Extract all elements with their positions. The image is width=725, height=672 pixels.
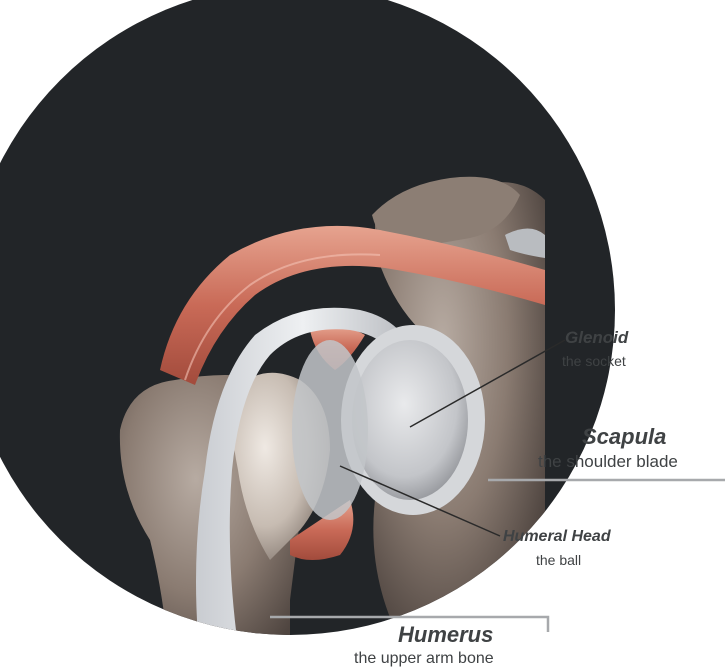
glenoid-sublabel: the socket <box>562 353 626 369</box>
scapula-label: Scapula <box>582 424 666 450</box>
humeral-head-label: Humeral Head <box>503 528 611 546</box>
humeral-head-sublabel: the ball <box>536 552 581 568</box>
humerus-label: Humerus <box>398 622 493 648</box>
humerus-sublabel: the upper arm bone <box>354 650 494 668</box>
glenoid-label: Glenoid <box>565 328 628 348</box>
scapula-sublabel: the shoulder blade <box>538 452 678 472</box>
humeral-head-cartilage <box>292 340 368 520</box>
glenoid-socket-face <box>352 340 468 500</box>
